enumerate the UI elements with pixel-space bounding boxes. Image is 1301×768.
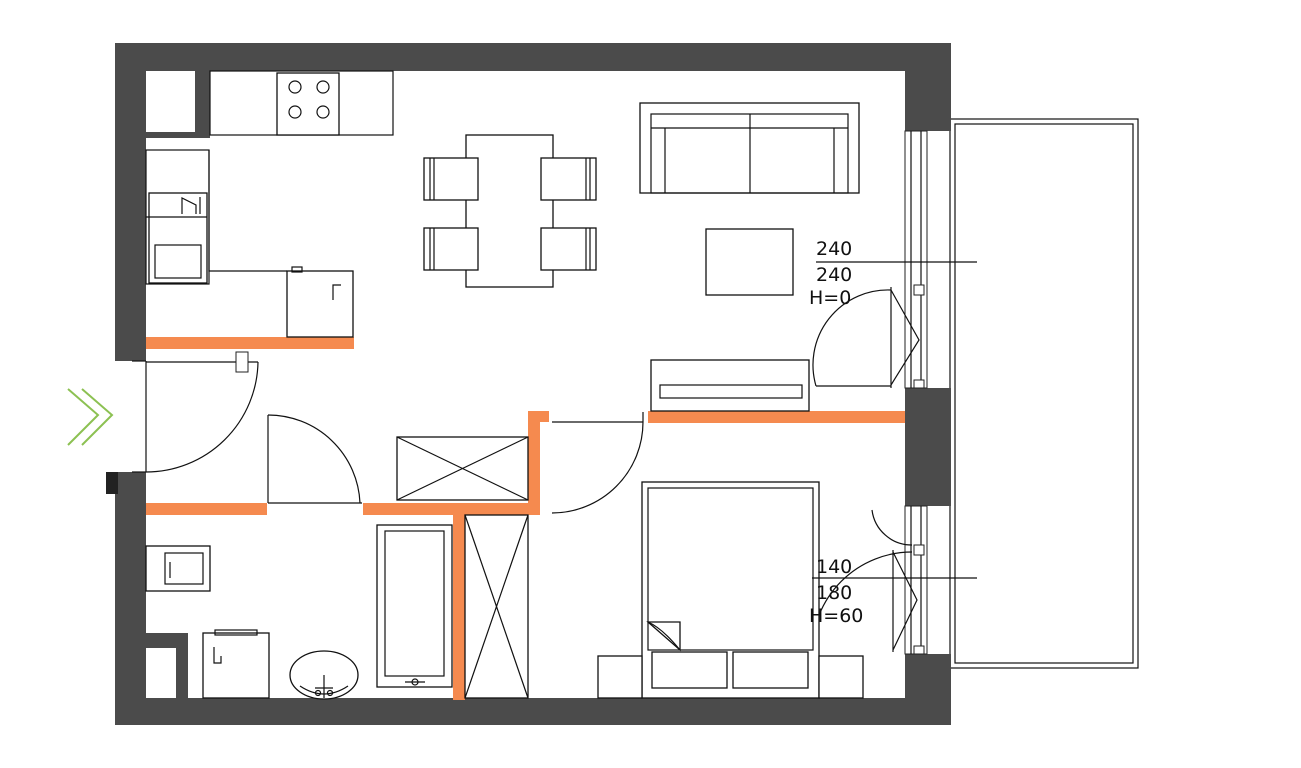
bedroom-door [551, 412, 644, 514]
balcony [949, 118, 1139, 669]
partition-walls [146, 337, 905, 700]
toilet-icon [202, 629, 270, 699]
washbasin-icon [289, 650, 359, 700]
hall-wardrobe [396, 436, 529, 501]
dining-chair [423, 227, 479, 271]
living-window-width: 240 [816, 238, 852, 260]
kitchen-base-unit [208, 150, 287, 272]
entrance-door [132, 351, 259, 473]
living-window-label: 240 240 H=0 [809, 238, 977, 309]
bedroom-window [892, 505, 928, 655]
exterior-walls [106, 43, 951, 725]
bedroom-window-sill: H=60 [809, 605, 863, 627]
tv-cabinet [650, 359, 810, 412]
dining-chair [540, 227, 597, 271]
balcony-door-swing [812, 289, 892, 387]
bed-icon [641, 481, 820, 699]
sofa-icon [639, 102, 860, 194]
nightstand [818, 655, 864, 699]
bedroom-window-swing [811, 509, 913, 653]
fridge-icon [286, 266, 354, 338]
living-window-height: 240 [816, 264, 852, 286]
nightstand [597, 655, 643, 699]
washing-machine-icon [145, 545, 211, 592]
dining-chair [423, 157, 479, 201]
bathtub-icon [376, 524, 453, 688]
bathroom-shaft [464, 514, 529, 699]
entrance-arrow-icon [67, 388, 114, 446]
kitchen-sink-icon [146, 192, 208, 284]
bedroom-window-width: 140 [816, 556, 852, 578]
bathroom-door [267, 414, 362, 504]
bedroom-window-height: 180 [816, 582, 852, 604]
living-window-sill: H=0 [809, 287, 851, 309]
bedroom-window-label: 140 180 H=60 [809, 556, 977, 627]
cooktop-icon [276, 72, 340, 136]
dining-table [465, 134, 554, 288]
dining-chair [540, 157, 597, 201]
coffee-table [705, 228, 794, 296]
living-window [890, 130, 928, 389]
